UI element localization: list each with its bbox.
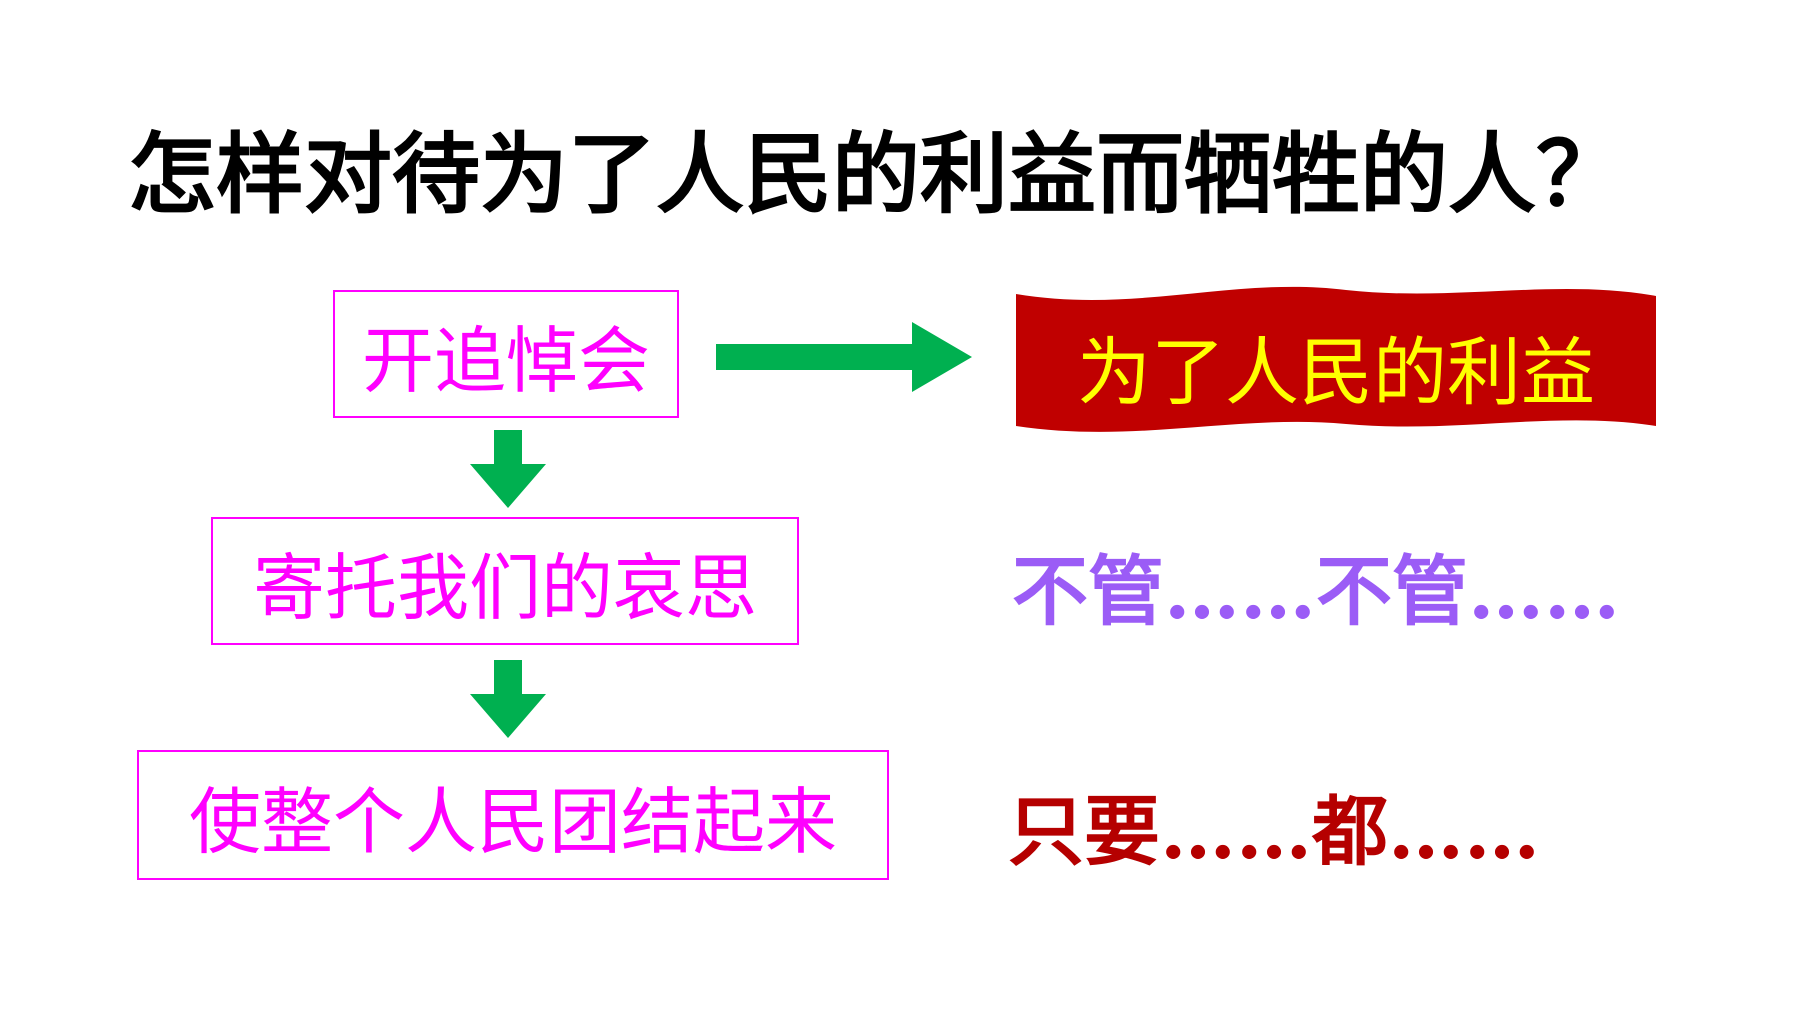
flow-step-memorial-meeting: 开追悼会 <box>333 290 679 418</box>
banner-text: 为了人民的利益 <box>1077 329 1595 416</box>
flow-step-express-grief: 寄托我们的哀思 <box>211 517 799 645</box>
flow-step-unite-people: 使整个人民团结起来 <box>137 750 889 880</box>
down-arrow-icon <box>470 430 546 508</box>
red-banner-flag <box>1016 286 1656 432</box>
phrase-as-long-as: 只要……都…… <box>1008 787 1540 876</box>
down-arrow-icon <box>470 660 546 738</box>
right-arrow-icon <box>716 322 972 392</box>
phrase-regardless: 不管……不管…… <box>1012 547 1620 636</box>
slide-title: 怎样对待为了人民的利益而牺牲的人？ <box>128 123 1625 226</box>
